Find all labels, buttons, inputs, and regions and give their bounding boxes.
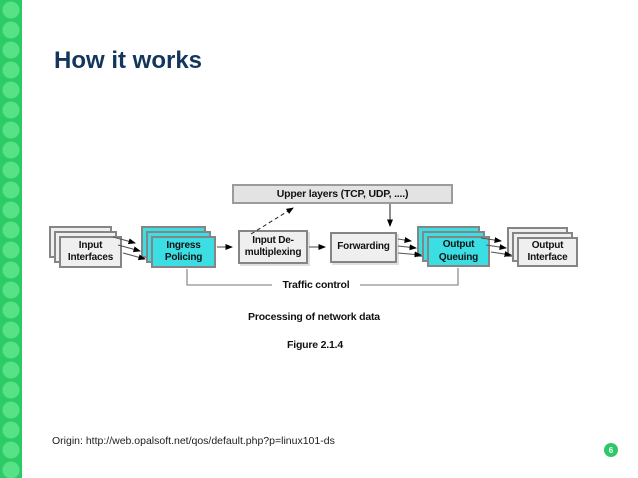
traffic-control-bracket-right — [360, 268, 459, 286]
diagram-caption: Processing of network data — [248, 311, 380, 323]
node-input-interfaces: Input Interfaces — [49, 226, 122, 268]
node-upper-layers-label: Upper layers (TCP, UDP, ....) — [276, 188, 409, 200]
page-number-badge: 6 — [604, 443, 618, 457]
node-output-queuing: Output Queuing — [417, 226, 490, 267]
traffic-control-label: Traffic control — [282, 279, 350, 291]
traffic-control-bracket-left — [186, 269, 272, 286]
node-label-line: Output — [442, 239, 475, 250]
slide-edge-decoration — [0, 0, 22, 478]
origin-url-text: Origin: http://web.opalsoft.net/qos/defa… — [52, 435, 335, 447]
network-processing-diagram: Upper layers (TCP, UDP, ....) Input Inte… — [0, 175, 638, 315]
node-upper-layers: Upper layers (TCP, UDP, ....) — [232, 184, 453, 204]
node-label-line: Ingress — [166, 239, 201, 251]
node-label-line: Forwarding — [337, 241, 390, 253]
node-ingress-policing: Ingress Policing — [141, 226, 216, 268]
node-label-line: multiplexing — [244, 247, 302, 258]
slide-title: How it works — [54, 47, 203, 74]
arrow-forwarding-to-queuing-1 — [397, 237, 412, 243]
node-label-line: Output — [531, 239, 564, 251]
node-label-line: Input — [78, 239, 103, 251]
node-label-line: Interface — [527, 252, 568, 263]
node-label-line: Queuing — [438, 251, 479, 263]
node-output-interface: Output Interface — [507, 227, 578, 267]
node-label-line: Input De- — [252, 234, 294, 246]
node-label-line: Interfaces — [67, 252, 114, 263]
node-forwarding: Forwarding — [330, 232, 397, 263]
node-input-demultiplexing: Input De- multiplexing — [238, 230, 308, 264]
page-number: 6 — [608, 445, 614, 455]
arrow-forwarding-to-queuing-2 — [397, 244, 417, 251]
figure-number: Figure 2.1.4 — [287, 339, 343, 351]
node-label-line: Policing — [164, 252, 203, 263]
